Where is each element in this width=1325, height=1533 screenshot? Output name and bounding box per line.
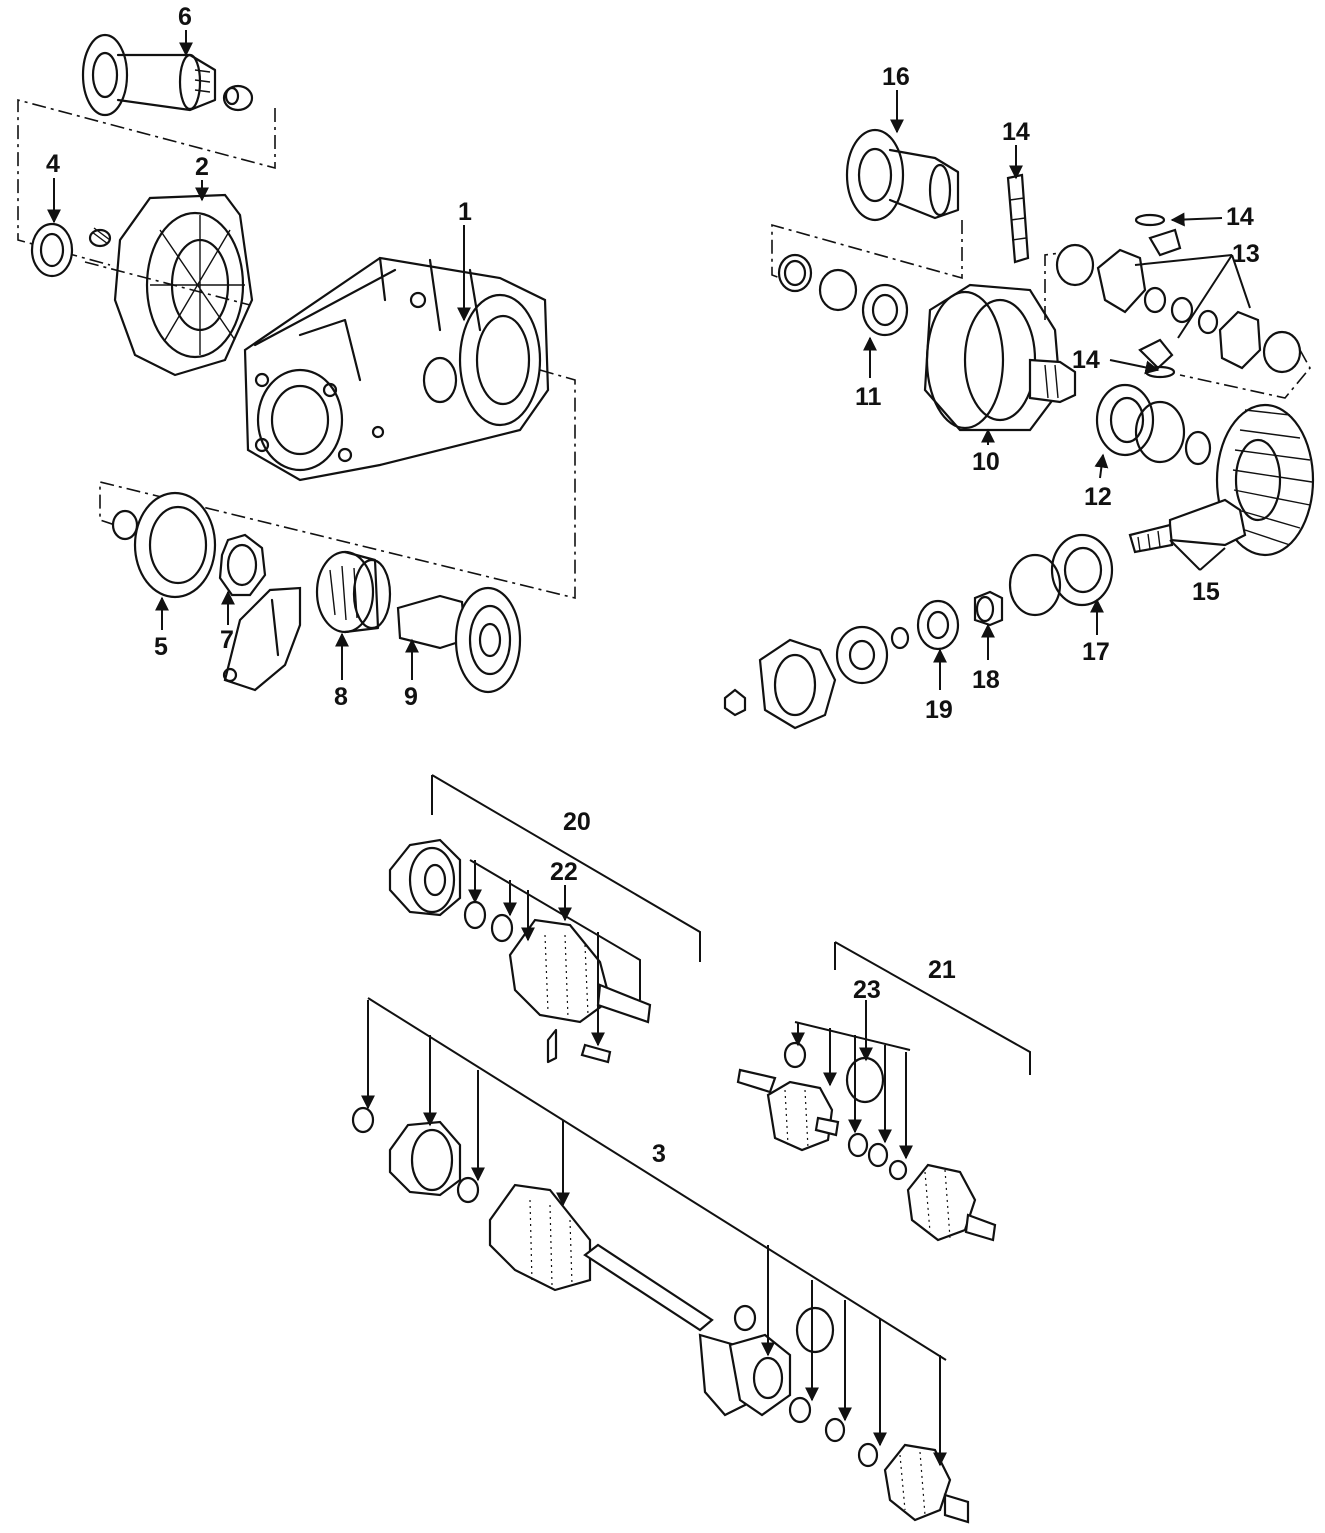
gear-part-7	[218, 533, 302, 692]
spacer-part-18	[973, 590, 1004, 627]
output-shaft-part-9	[396, 586, 522, 694]
bearing-part-12	[1095, 383, 1212, 466]
callout-11: 11	[855, 383, 882, 411]
callout-9: 9	[404, 683, 418, 711]
callout-17: 17	[1082, 638, 1110, 666]
callout-18: 18	[972, 666, 1000, 694]
pin-part-14	[1006, 173, 1030, 264]
carrier-part-10	[923, 283, 1077, 432]
bearing-part-17	[1008, 533, 1114, 617]
seal-part-4	[30, 222, 74, 278]
cv-joint-assembly-part-21	[736, 1041, 997, 1242]
callout-leaders	[47, 30, 1251, 1062]
outer-joint-part-3	[351, 1106, 970, 1524]
output-flange-part-6	[81, 33, 254, 117]
flange-part-16	[845, 128, 960, 222]
axle-shafts-group	[351, 774, 1031, 1524]
callout-7: 7	[220, 626, 234, 654]
transfer-case-group	[17, 33, 576, 694]
callout-14-right: 14	[1226, 203, 1254, 231]
callout-8: 8	[334, 683, 348, 711]
bearing-part-19	[916, 599, 960, 651]
callout-13: 13	[1232, 240, 1260, 268]
callout-numbers: 1 2 3 4 5 6 7 8 9 10 11 12 13 14 14 14 1…	[46, 3, 1260, 1168]
side-gears-part-13	[1055, 213, 1302, 379]
callout-21: 21	[928, 956, 956, 984]
differential-group	[723, 128, 1315, 730]
callout-1: 1	[458, 198, 472, 226]
callout-22: 22	[550, 858, 578, 886]
callout-15: 15	[1192, 578, 1220, 606]
callout-5: 5	[154, 633, 168, 661]
large-seal-part-5	[111, 491, 217, 599]
callout-23: 23	[853, 976, 881, 1004]
ring-pinion-part-15	[1128, 403, 1315, 557]
callout-2: 2	[195, 153, 209, 181]
shims-left	[777, 253, 909, 337]
callout-14-center: 14	[1072, 346, 1100, 374]
pinion-flange-parts	[723, 625, 910, 730]
callout-19: 19	[925, 696, 953, 724]
housing-cover-part-2	[113, 193, 254, 377]
callout-14-top: 14	[1002, 118, 1030, 146]
small-spring	[88, 227, 112, 248]
callout-4: 4	[46, 150, 60, 178]
cv-joint-assembly-part-20	[388, 838, 652, 1064]
callout-10: 10	[972, 448, 1000, 476]
bearing-part-8	[315, 550, 392, 634]
main-case-part-1	[243, 256, 550, 482]
callout-12: 12	[1084, 483, 1112, 511]
callout-6: 6	[178, 3, 192, 31]
callout-16: 16	[882, 63, 910, 91]
callout-20: 20	[563, 808, 591, 836]
callout-3: 3	[652, 1140, 666, 1168]
